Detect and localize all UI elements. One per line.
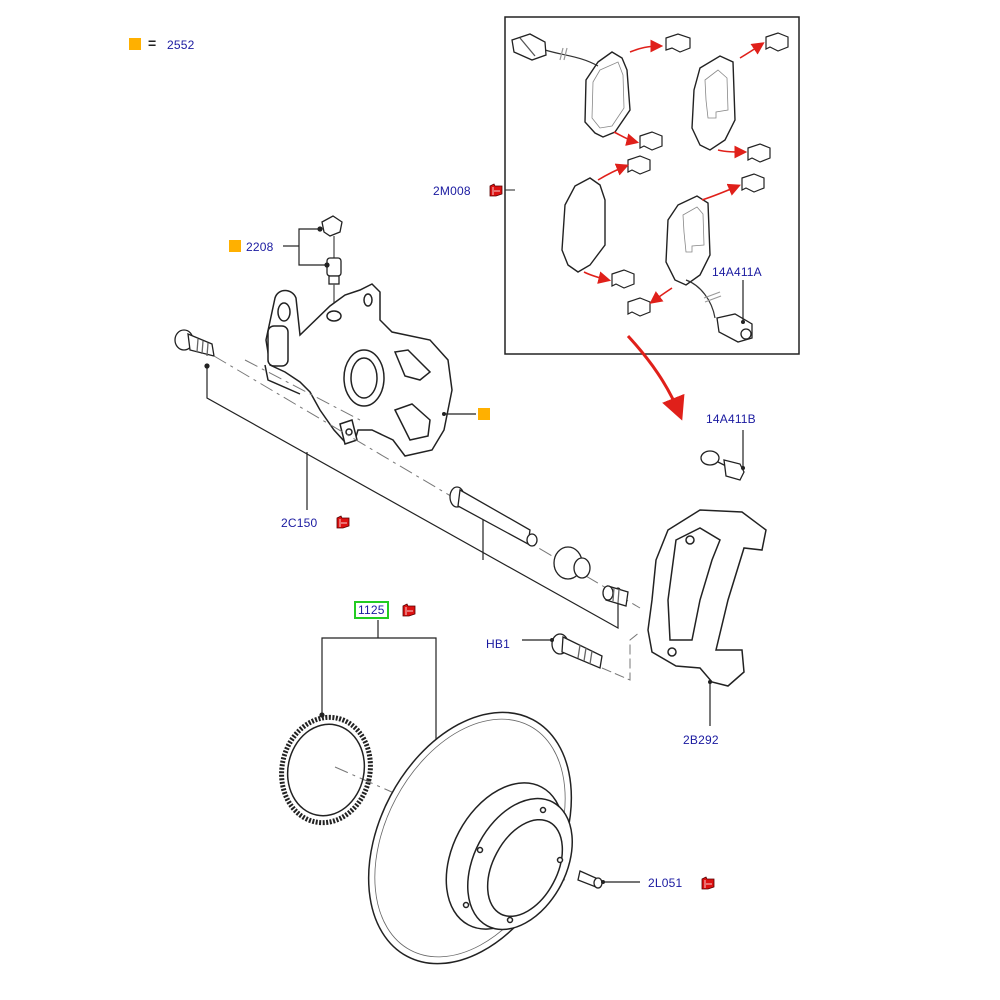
pin-bushing [602,585,629,607]
catalog-book-icon[interactable] [700,876,716,891]
callout-2l051[interactable]: 2L051 [648,876,683,890]
legend-equals: = [148,35,157,51]
callout-1125[interactable]: 1125 [354,601,389,619]
catalog-book-icon[interactable] [401,603,417,618]
guide-pin [449,486,538,547]
brake-caliper [264,283,453,457]
anchor-bracket [647,509,767,687]
catalog-book-icon[interactable] [488,183,504,198]
pin-boot [553,546,591,580]
legend-value: 2552 [167,38,195,52]
brake-pad-1 [584,51,631,138]
guide-bolt [174,329,215,357]
orange-square-icon [229,240,241,252]
leader-2208 [283,226,330,268]
wear-sensor-wire-1 [544,47,599,67]
callout-14a411b[interactable]: 14A411B [706,412,756,426]
disc-screw [577,870,603,889]
callout-2208[interactable]: 2208 [246,240,274,254]
leader-1125 [319,620,439,755]
wear-sensor-wire-2 [685,279,722,319]
brake-disc [367,711,573,965]
callout-14a411a[interactable]: 14A411A [712,265,762,279]
brake-pad-4 [665,195,711,286]
orange-square-icon [129,38,141,50]
bracket-bolt [551,633,603,669]
callout-2b292[interactable]: 2B292 [683,733,719,747]
pad-clips [611,32,789,317]
caliper-orange-marker-icon[interactable] [478,408,490,420]
sensor-14a411b [700,450,745,481]
brake-pad-3 [561,177,606,273]
brake-pad-2 [691,55,736,151]
pad-kit-frame [504,16,800,355]
assembly-arrows [583,39,765,304]
kit-to-sensor-arrow [626,334,685,421]
catalog-book-icon[interactable] [335,515,351,530]
callout-2m008[interactable]: 2M008 [433,184,471,198]
wear-sensor-connector-1 [511,33,547,61]
callout-2c150[interactable]: 2C150 [281,516,318,530]
bleed-valve [321,215,343,308]
abs-tone-ring [279,714,373,826]
callout-hb1[interactable]: HB1 [486,637,510,651]
wear-sensor-connector-2 [716,313,753,343]
